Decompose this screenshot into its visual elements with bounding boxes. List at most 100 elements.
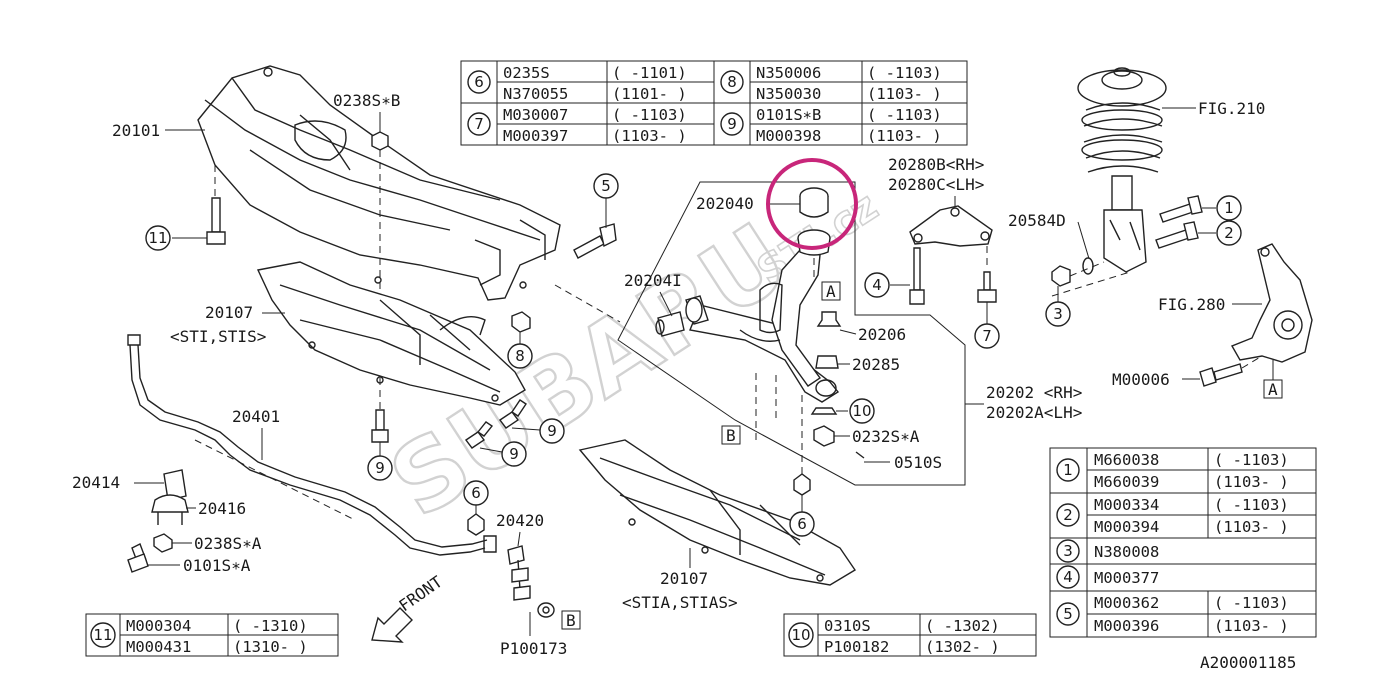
bushing-202040[interactable] bbox=[797, 187, 831, 256]
table-right-g1-r1-date: ( -1103) bbox=[1214, 451, 1289, 469]
nut-p100173[interactable] bbox=[537, 602, 555, 618]
bracket-20280[interactable] bbox=[909, 205, 993, 247]
table-10-num bbox=[788, 622, 814, 648]
stabilizer-link-20420[interactable] bbox=[507, 545, 531, 601]
bolt-5[interactable] bbox=[573, 223, 617, 259]
table-11-num bbox=[90, 622, 116, 648]
label-20280c-lh: 20280C<LH> bbox=[888, 175, 984, 194]
bushing-20414[interactable] bbox=[163, 469, 187, 501]
nut-0232s-a[interactable] bbox=[813, 425, 835, 447]
nut-8[interactable] bbox=[511, 311, 531, 333]
callout-6-left-text: 6 bbox=[471, 484, 481, 502]
strut-assembly[interactable] bbox=[1077, 67, 1167, 273]
table-right-g2-r1-part: M000334 bbox=[1094, 496, 1159, 514]
bushing-202041[interactable] bbox=[655, 295, 709, 337]
table-top-g6-r1-date: ( -1101) bbox=[612, 64, 687, 82]
clamp-20416[interactable] bbox=[151, 494, 189, 525]
highlight-circle-202040 bbox=[766, 158, 858, 250]
callout-7 bbox=[974, 323, 1000, 349]
support-plate-20107-stia[interactable] bbox=[578, 439, 856, 586]
label-0101s-a: 0101S∗A bbox=[183, 556, 251, 575]
table-10 bbox=[783, 613, 1037, 657]
ball-joint-20206[interactable] bbox=[816, 311, 842, 327]
label-20107-stia-variant: <STIA,STIAS> bbox=[622, 593, 738, 612]
crossmember-20101[interactable] bbox=[197, 65, 561, 301]
bolt-7[interactable] bbox=[977, 271, 997, 303]
table-right-g3-part: N380008 bbox=[1094, 543, 1159, 561]
bolt-9-mid[interactable] bbox=[498, 399, 527, 429]
table-top-g7-r2-date: (1103- ) bbox=[612, 127, 687, 145]
table-top-g6-num-text: 6 bbox=[474, 73, 484, 91]
bolt-11[interactable] bbox=[206, 197, 226, 245]
label-0238s-b: 0238S∗B bbox=[333, 91, 400, 110]
callout-9-mid-text: 9 bbox=[547, 422, 557, 440]
washer-10[interactable] bbox=[810, 407, 838, 415]
table-right-g3-num-text: 3 bbox=[1063, 542, 1073, 560]
nut-0238s-a[interactable] bbox=[153, 533, 173, 553]
table-right-g3-num bbox=[1056, 539, 1080, 563]
lower-arm-20202[interactable] bbox=[689, 249, 840, 403]
table-right-g2-r1-date: ( -1103) bbox=[1214, 496, 1289, 514]
ref-box-a-arm-text: A bbox=[826, 282, 836, 301]
table-top-g9-r1-part: 0101S∗B bbox=[756, 106, 821, 124]
table-10-num-text: 10 bbox=[791, 626, 810, 644]
table-top-g8-r2-date: (1103- ) bbox=[867, 85, 942, 103]
bolt-9-left[interactable] bbox=[371, 409, 389, 443]
table-right-g5-r1-part: M000362 bbox=[1094, 594, 1159, 612]
label-20202-rh: 20202 <RH> bbox=[986, 383, 1082, 402]
callout-7-text: 7 bbox=[982, 327, 992, 345]
bolt-4[interactable] bbox=[909, 247, 925, 305]
label-20420: 20420 bbox=[496, 511, 544, 530]
label-0232s-a: 0232S∗A bbox=[852, 427, 920, 446]
table-top bbox=[460, 60, 968, 146]
bolt-m00006[interactable] bbox=[1199, 363, 1243, 387]
bolt-0101s-a[interactable] bbox=[127, 543, 149, 573]
callout-5-bolt-text: 5 bbox=[601, 177, 611, 195]
table-top-g7-r1-date: ( -1103) bbox=[612, 106, 687, 124]
nut-6-left[interactable] bbox=[467, 513, 485, 536]
nut-6-right[interactable] bbox=[793, 473, 811, 496]
table-right-g4-num-text: 4 bbox=[1063, 568, 1073, 586]
callout-9-left-text: 9 bbox=[375, 459, 385, 477]
document-id: A200001185 bbox=[1200, 653, 1296, 672]
stabilizer-bar-20401[interactable] bbox=[127, 334, 497, 556]
table-top-g6-r2-part: N370055 bbox=[503, 85, 568, 103]
knuckle-housing[interactable] bbox=[1230, 243, 1313, 363]
table-11-r2-part: M000431 bbox=[126, 638, 191, 656]
table-top-g8-r1-date: ( -1103) bbox=[867, 64, 942, 82]
ref-box-b-arm bbox=[721, 425, 741, 445]
table-right-g4-part: M000377 bbox=[1094, 569, 1159, 587]
table-right-g1-num-text: 1 bbox=[1063, 461, 1073, 479]
support-plate-20107-sti[interactable] bbox=[256, 261, 526, 406]
boot-20285[interactable] bbox=[815, 355, 839, 369]
bolt-1[interactable] bbox=[1159, 195, 1203, 223]
nut-0238s-b[interactable] bbox=[371, 131, 389, 151]
label-0510s: 0510S bbox=[894, 453, 942, 472]
ref-box-b-lower-text: B bbox=[566, 611, 576, 630]
label-20107-stia: 20107 bbox=[660, 569, 708, 588]
nut-3[interactable] bbox=[1051, 265, 1071, 287]
table-11 bbox=[85, 613, 339, 657]
table-top-g6-r2-date: (1101- ) bbox=[612, 85, 687, 103]
bolt-2[interactable] bbox=[1155, 221, 1199, 249]
table-11-r1-date: ( -1310) bbox=[233, 617, 308, 635]
front-label: FRONT bbox=[395, 572, 446, 615]
callout-11-text: 11 bbox=[148, 229, 167, 247]
callout-6-left bbox=[463, 480, 489, 506]
label-20401: 20401 bbox=[232, 407, 280, 426]
callout-10-text: 10 bbox=[852, 402, 871, 420]
table-right-g2-num-text: 2 bbox=[1063, 506, 1073, 524]
callout-11 bbox=[145, 225, 171, 251]
table-10-r1-part: 0310S bbox=[824, 617, 871, 635]
pin-0510s[interactable] bbox=[855, 451, 865, 459]
label-fig280: FIG.280 bbox=[1158, 295, 1225, 314]
table-top-g7-r2-part: M000397 bbox=[503, 127, 568, 145]
table-top-g9-r2-part: M000398 bbox=[756, 127, 821, 145]
table-right-g2-r2-part: M000394 bbox=[1094, 518, 1159, 536]
label-20285: 20285 bbox=[852, 355, 900, 374]
callout-9-mid bbox=[539, 418, 565, 444]
bolt-9-lower[interactable] bbox=[464, 421, 494, 449]
washer-20584d[interactable] bbox=[1082, 257, 1094, 275]
label-0238s-a: 0238S∗A bbox=[194, 534, 262, 553]
